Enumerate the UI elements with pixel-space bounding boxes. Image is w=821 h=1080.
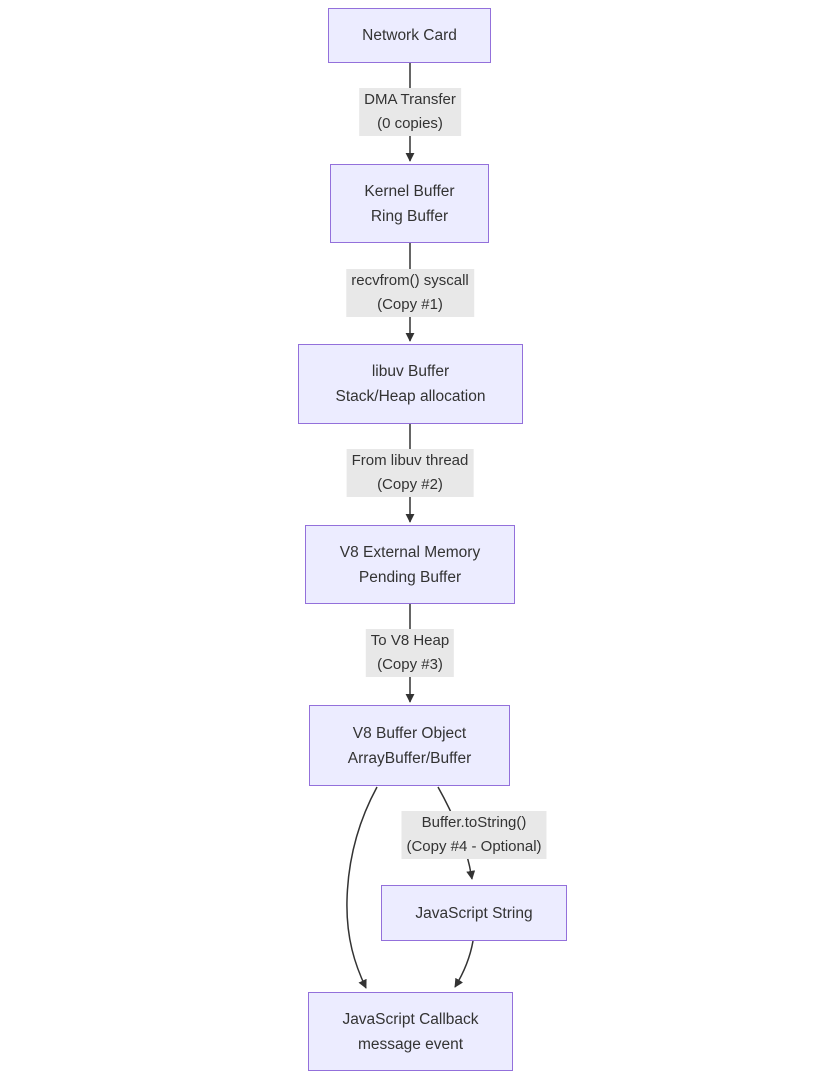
node-javascript-callback: JavaScript Callback message event [308, 992, 513, 1071]
edge-label-line: recvfrom() syscall [351, 272, 469, 289]
edge-label-line: (Copy #4 - Optional) [406, 838, 542, 855]
node-label-line: Ring Buffer [370, 207, 449, 225]
edge-label-line: (0 copies) [377, 115, 443, 132]
edge-label-recvfrom-syscall: recvfrom() syscall (Copy #1) [346, 269, 474, 317]
node-label-line: Stack/Heap allocation [335, 388, 486, 405]
node-label-line: JavaScript String [415, 904, 533, 922]
node-libuv-buffer: libuv Buffer Stack/Heap allocation [298, 344, 523, 424]
edge-javascript-string-to-javascript-callback [454, 940, 474, 988]
edge-label-from-libuv-thread: From libuv thread (Copy #2) [346, 449, 474, 497]
node-label-line: Kernel Buffer [364, 182, 455, 200]
edge-v8-buffer-object-to-javascript-callback [346, 786, 378, 989]
node-label-line: libuv Buffer [371, 363, 450, 380]
node-label-line: V8 External Memory [339, 543, 481, 561]
edge-label-line: (Copy #3) [377, 656, 443, 673]
edge-label-line: DMA Transfer [364, 91, 456, 108]
node-label-line: ArrayBuffer/Buffer [347, 749, 472, 767]
node-label-line: JavaScript Callback [342, 1010, 479, 1028]
node-v8-buffer-object: V8 Buffer Object ArrayBuffer/Buffer [309, 705, 510, 786]
edge-label-dma-transfer: DMA Transfer (0 copies) [359, 88, 461, 136]
edge-label-to-v8-heap: To V8 Heap (Copy #3) [365, 629, 455, 677]
edge-label-line: From libuv thread [351, 452, 469, 469]
node-label-line: V8 Buffer Object [352, 724, 467, 742]
edge-label-buffer-tostring: Buffer.toString() (Copy #4 - Optional) [401, 811, 547, 859]
node-kernel-buffer: Kernel Buffer Ring Buffer [330, 164, 489, 243]
node-network-card: Network Card [328, 8, 491, 63]
node-v8-external-memory: V8 External Memory Pending Buffer [305, 525, 515, 604]
node-label-line: Pending Buffer [358, 568, 462, 586]
node-javascript-string: JavaScript String [381, 885, 567, 941]
node-label-line: message event [357, 1035, 464, 1053]
edge-label-line: Buffer.toString() [421, 814, 527, 831]
edge-label-line: (Copy #2) [377, 476, 443, 493]
edge-label-line: (Copy #1) [377, 296, 443, 313]
node-label-line: Network Card [362, 27, 457, 44]
edge-label-line: To V8 Heap [370, 632, 450, 649]
